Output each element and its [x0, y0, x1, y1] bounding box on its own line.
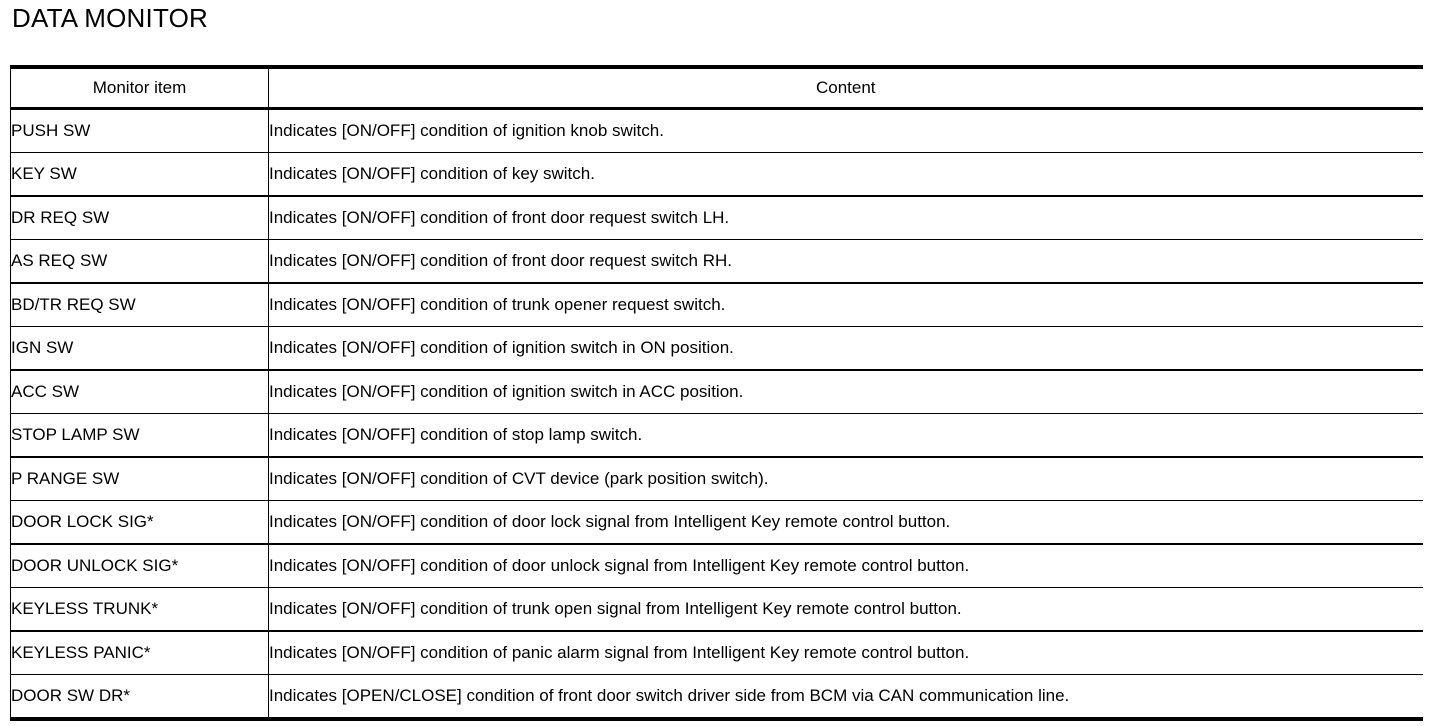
content-cell: Indicates [ON/OFF] condition of door loc…: [268, 500, 1423, 545]
monitor-item-cell: STOP LAMP SW: [10, 413, 269, 458]
monitor-item-cell: DR REQ SW: [10, 196, 269, 240]
monitor-item-cell: KEYLESS PANIC*: [10, 631, 269, 675]
table-row: KEYLESS PANIC*Indicates [ON/OFF] conditi…: [10, 631, 1423, 675]
monitor-item-cell: AS REQ SW: [10, 239, 269, 284]
column-header-monitor-item: Monitor item: [10, 65, 269, 110]
monitor-item-cell: PUSH SW: [10, 108, 269, 153]
monitor-item-cell: KEY SW: [10, 152, 269, 197]
table-row: DOOR SW DR*Indicates [OPEN/CLOSE] condit…: [10, 674, 1423, 721]
table-row: DOOR LOCK SIG*Indicates [ON/OFF] conditi…: [10, 500, 1423, 545]
content-cell: Indicates [ON/OFF] condition of key swit…: [268, 152, 1423, 197]
content-cell: Indicates [ON/OFF] condition of ignition…: [268, 370, 1423, 414]
column-header-content-label: Content: [815, 78, 876, 97]
content-cell: Indicates [ON/OFF] condition of front do…: [268, 239, 1423, 284]
content-cell: Indicates [ON/OFF] condition of door unl…: [268, 544, 1423, 588]
content-cell: Indicates [ON/OFF] condition of CVT devi…: [268, 457, 1423, 501]
monitor-item-cell: DOOR LOCK SIG*: [10, 500, 269, 545]
monitor-item-cell: P RANGE SW: [10, 457, 269, 501]
table-header-row: Monitor item Content: [10, 65, 1423, 110]
table-row: DOOR UNLOCK SIG*Indicates [ON/OFF] condi…: [10, 544, 1423, 588]
content-cell: Indicates [ON/OFF] condition of ignition…: [268, 326, 1423, 371]
monitor-item-cell: ACC SW: [10, 370, 269, 414]
content-cell: Indicates [ON/OFF] condition of front do…: [268, 196, 1423, 240]
column-header-monitor-item-label: Monitor item: [92, 78, 187, 97]
content-cell: Indicates [ON/OFF] condition of trunk op…: [268, 587, 1423, 632]
monitor-item-cell: KEYLESS TRUNK*: [10, 587, 269, 632]
monitor-item-cell: IGN SW: [10, 326, 269, 371]
content-cell: Indicates [ON/OFF] condition of trunk op…: [268, 283, 1423, 327]
monitor-item-cell: DOOR UNLOCK SIG*: [10, 544, 269, 588]
monitor-item-cell: BD/TR REQ SW: [10, 283, 269, 327]
content-cell: Indicates [OPEN/CLOSE] condition of fron…: [268, 674, 1423, 721]
table-row: KEYLESS TRUNK*Indicates [ON/OFF] conditi…: [10, 587, 1423, 632]
content-cell: Indicates [ON/OFF] condition of stop lam…: [268, 413, 1423, 458]
monitor-item-cell: DOOR SW DR*: [10, 674, 269, 721]
column-header-content: Content: [268, 65, 1423, 110]
table-header: Monitor item Content: [10, 65, 1423, 110]
content-cell: Indicates [ON/OFF] condition of ignition…: [268, 108, 1423, 153]
page-title: DATA MONITOR: [12, 3, 208, 33]
content-cell: Indicates [ON/OFF] condition of panic al…: [268, 631, 1423, 675]
